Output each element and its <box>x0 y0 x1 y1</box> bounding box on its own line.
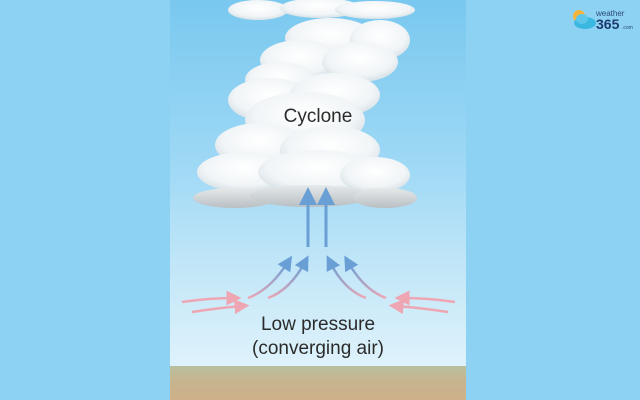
cloud-base <box>193 185 417 208</box>
cyclone-illustration <box>181 0 456 315</box>
logo-word-weather: weather <box>596 9 625 18</box>
logo-word-365: 365 <box>596 16 620 32</box>
weather365-logo: weather 365 .com <box>570 8 636 34</box>
converging-arrows <box>181 290 456 315</box>
updraft-arrows <box>299 187 335 247</box>
low-pressure-line2: (converging air) <box>252 338 384 359</box>
logo-word-com: .com <box>622 25 633 31</box>
sun-cloud-icon <box>573 10 596 29</box>
cloud-icon <box>197 0 415 194</box>
ground <box>170 366 466 400</box>
low-pressure-line1: Low pressure <box>260 314 376 335</box>
low-pressure-label: Low pressure (converging air) <box>170 313 466 361</box>
cyclone-label: Cyclone <box>283 106 353 127</box>
diagram-panel: Cyclone Low pressure (converging air) <box>170 0 466 400</box>
rising-curved-arrows <box>247 255 387 300</box>
